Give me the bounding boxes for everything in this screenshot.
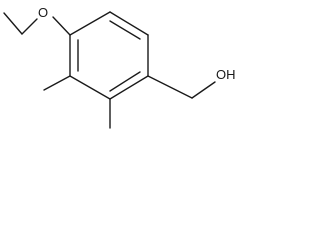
bond-ch2-oh bbox=[191, 81, 216, 99]
ring-bond-c1-c2 bbox=[69, 11, 111, 36]
ring-bond-c6-c1 bbox=[109, 11, 149, 36]
ring-bond-c4-c5 bbox=[109, 75, 149, 100]
bond-methyl-c3 bbox=[43, 75, 71, 91]
hydroxyl-label: OH bbox=[216, 67, 236, 82]
bond-ethyl-ch2 bbox=[21, 18, 38, 35]
bond-ethyl-terminal bbox=[3, 12, 23, 35]
chemical-structure-diagram: O OH bbox=[3, 5, 236, 129]
bond-ring-ch2 bbox=[147, 75, 193, 99]
ring-double-bond-c4-c5 bbox=[109, 71, 141, 92]
ring-double-bond-c6-c1 bbox=[109, 20, 141, 40]
ring-bond-c3-c4 bbox=[69, 75, 111, 100]
ether-oxygen-label: O bbox=[38, 5, 48, 20]
bond-ether-o-c2 bbox=[52, 16, 71, 36]
